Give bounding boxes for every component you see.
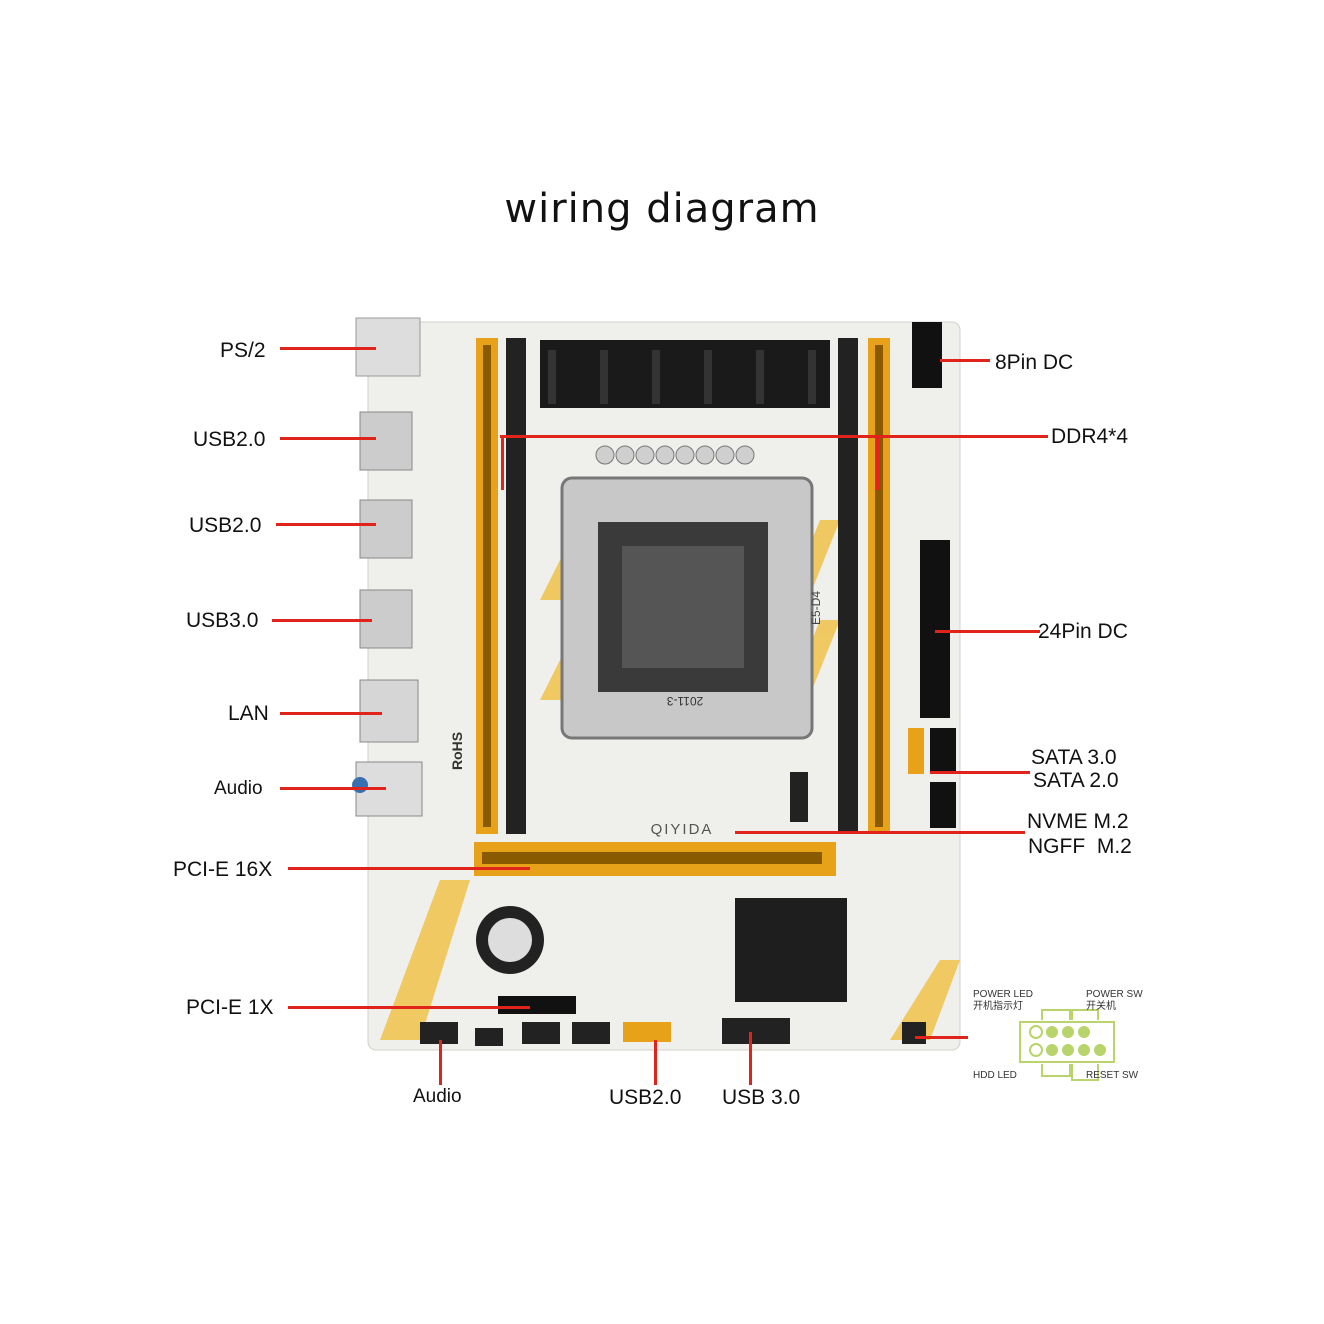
fp-reset-sw: RESET SW bbox=[1086, 1070, 1139, 1081]
leader-usb30 bbox=[272, 619, 372, 622]
24pin-connector bbox=[920, 540, 950, 718]
fp-hdd-led: HDD LED bbox=[973, 1070, 1017, 1081]
board-brand: QIYIDA bbox=[651, 821, 714, 838]
diagram-title: wiring diagram bbox=[504, 186, 820, 232]
label-pcie16: PCI-E 16X bbox=[173, 858, 273, 881]
leader-audio-rear bbox=[280, 787, 386, 790]
label-audio-front: Audio bbox=[413, 1086, 462, 1107]
label-usb30-front: USB 3.0 bbox=[722, 1086, 801, 1109]
front-panel-pinout bbox=[1019, 1009, 1115, 1081]
fp-power-led-label: POWER LED bbox=[973, 989, 1034, 1000]
lan-port bbox=[359, 679, 419, 743]
svg-text:2011-3: 2011-3 bbox=[666, 694, 703, 708]
sata-port-2 bbox=[930, 782, 956, 828]
leader-24pin bbox=[935, 630, 1040, 633]
leader-ddr4 bbox=[500, 435, 1048, 438]
audio-header bbox=[420, 1022, 458, 1044]
label-sata3: SATA 3.0 bbox=[1031, 746, 1117, 769]
usb20-port-a bbox=[359, 411, 413, 471]
label-usb20-front: USB2.0 bbox=[609, 1086, 682, 1109]
usb20-port-b bbox=[359, 499, 413, 559]
8pin-connector bbox=[912, 322, 942, 388]
leader-usb30-front bbox=[749, 1032, 752, 1085]
fp-power-sw-label: POWER SW bbox=[1086, 989, 1143, 1000]
chipset-heatsink bbox=[735, 898, 847, 1002]
label-pcie1: PCI-E 1X bbox=[186, 996, 274, 1019]
fp-power-led: POWER LED 开机指示灯 bbox=[973, 989, 1033, 1012]
pcie1-slot bbox=[498, 996, 576, 1014]
fp-power-sw: POWER SW 开关机 bbox=[1086, 989, 1143, 1012]
leader-m2 bbox=[735, 831, 1025, 834]
label-24pin: 24Pin DC bbox=[1038, 620, 1128, 643]
leader-pcie16 bbox=[288, 867, 530, 870]
usb20-header bbox=[623, 1022, 671, 1042]
label-usb20-b: USB2.0 bbox=[189, 514, 262, 537]
leader-audio-front bbox=[439, 1040, 442, 1085]
leader-front-panel bbox=[915, 1036, 968, 1039]
svg-text:RoHS: RoHS bbox=[449, 732, 465, 770]
leader-ps2 bbox=[280, 347, 376, 350]
label-8pin: 8Pin DC bbox=[995, 351, 1074, 374]
leader-lan bbox=[280, 712, 382, 715]
label-nvme: NVME M.2 bbox=[1027, 810, 1129, 833]
leader-ddr4-left bbox=[501, 435, 504, 490]
leader-pcie1 bbox=[288, 1006, 530, 1009]
svg-text:E5-D4: E5-D4 bbox=[809, 591, 823, 625]
sata-port-1 bbox=[930, 728, 956, 774]
leader-8pin bbox=[940, 359, 990, 362]
vrm-heatsink bbox=[540, 340, 830, 408]
label-usb30-rear: USB3.0 bbox=[186, 609, 259, 632]
fp-power-sw-cn: 开关机 bbox=[1086, 1000, 1116, 1012]
label-sata2: SATA 2.0 bbox=[1033, 769, 1119, 792]
usb30-header bbox=[722, 1018, 790, 1044]
leader-usb20-front bbox=[654, 1040, 657, 1085]
m2-slot bbox=[790, 772, 808, 822]
label-lan: LAN bbox=[228, 702, 269, 725]
label-usb20-a: USB2.0 bbox=[193, 428, 266, 451]
label-ddr4: DDR4*4 bbox=[1051, 425, 1129, 448]
leader-ddr4-right bbox=[876, 435, 879, 490]
leader-usb20-a bbox=[280, 437, 376, 440]
front-panel-header bbox=[902, 1022, 926, 1044]
dimm-slots bbox=[476, 338, 890, 834]
label-audio-rear: Audio bbox=[214, 778, 263, 799]
fp-power-led-cn: 开机指示灯 bbox=[973, 1000, 1023, 1012]
label-ngff: NGFF M.2 bbox=[1028, 835, 1132, 858]
leader-sata bbox=[930, 771, 1030, 774]
label-ps2: PS/2 bbox=[220, 339, 266, 362]
leader-usb20-b bbox=[276, 523, 376, 526]
